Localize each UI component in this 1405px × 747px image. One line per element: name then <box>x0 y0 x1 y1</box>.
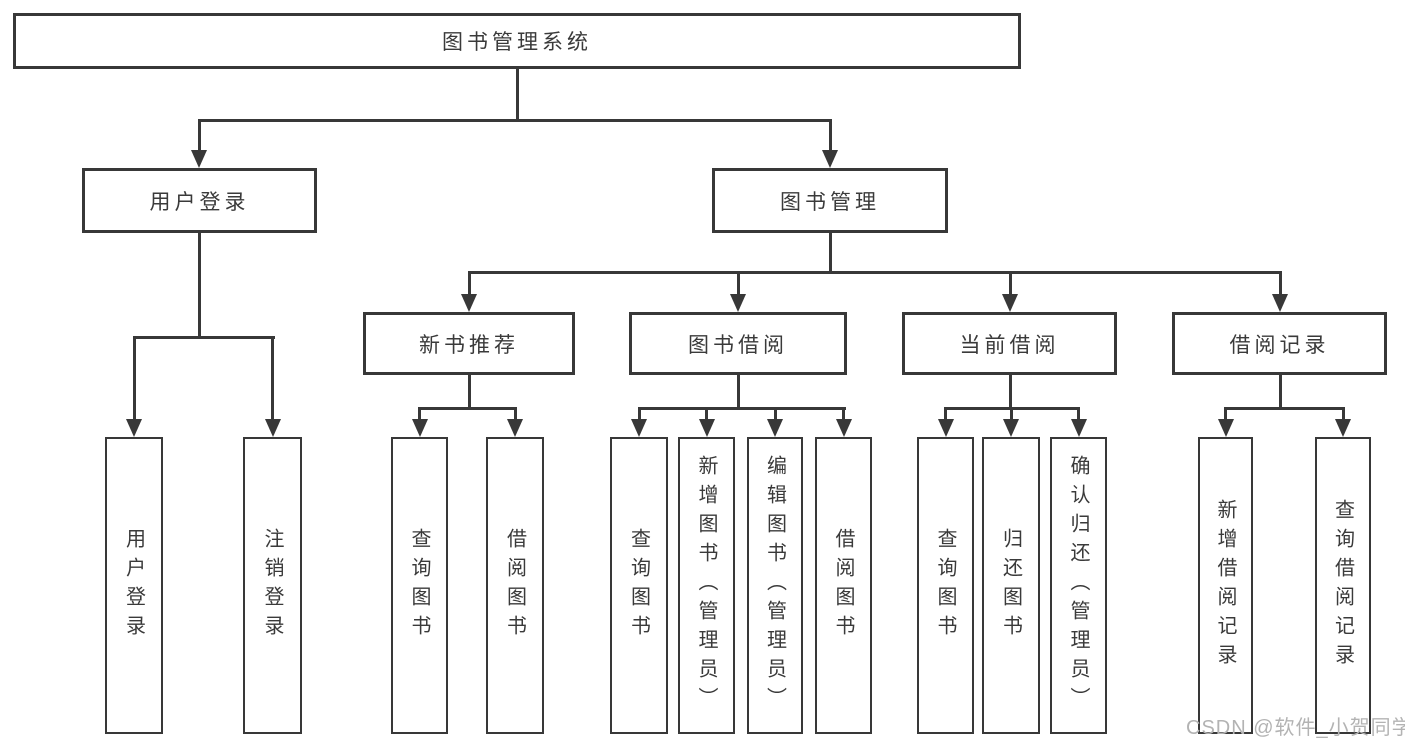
connector-line <box>1008 271 1012 296</box>
connector-arrow <box>191 150 207 168</box>
connector-line <box>773 407 777 421</box>
leaf-query-borrow-record: 查询借阅记录 <box>1315 437 1371 734</box>
leaf-query-books-recommend: 查询图书 <box>391 437 448 734</box>
connector-line <box>513 407 517 421</box>
leaf-add-borrow-record-label: 新增借阅记录 <box>1214 498 1236 673</box>
connector-line <box>1278 271 1282 296</box>
connector-line <box>1077 407 1080 421</box>
connector-line <box>828 233 832 273</box>
leaf-query-books-borrow-label: 查询图书 <box>627 527 650 644</box>
connector-line <box>467 271 1282 274</box>
leaf-query-borrow-record-label: 查询借阅记录 <box>1331 498 1354 673</box>
leaf-confirm-return-admin: 确认归还（管理员） <box>1050 437 1107 734</box>
connector-line <box>197 119 201 152</box>
leaf-add-book-admin: 新增图书（管理员） <box>678 437 735 734</box>
leaf-edit-book-admin-label: 编辑图书（管理员） <box>763 455 786 716</box>
connector-arrow <box>631 419 647 437</box>
connector-line <box>1278 375 1282 409</box>
connector-arrow <box>730 294 746 312</box>
connector-line <box>1224 407 1227 421</box>
leaf-logout-label: 注销登录 <box>261 527 283 644</box>
node-current-borrow-label: 当前借阅 <box>959 333 1060 357</box>
leaf-query-books-current: 查询图书 <box>917 437 974 734</box>
leaf-confirm-return-admin-label: 确认归还（管理员） <box>1067 455 1089 716</box>
connector-line <box>197 119 832 122</box>
leaf-borrow-books-recommend: 借阅图书 <box>486 437 544 734</box>
leaf-logout: 注销登录 <box>243 437 302 734</box>
connector-arrow <box>264 419 281 437</box>
connector-line <box>944 407 947 421</box>
node-borrow-records: 借阅记录 <box>1172 312 1387 375</box>
leaf-user-login-label: 用户登录 <box>122 527 145 644</box>
node-library-system-label: 图书管理系统 <box>442 31 592 54</box>
connector-arrow <box>822 150 838 168</box>
leaf-add-borrow-record: 新增借阅记录 <box>1198 437 1253 734</box>
connector-arrow <box>767 419 783 437</box>
leaf-user-login: 用户登录 <box>105 437 163 734</box>
leaf-query-books-recommend-label: 查询图书 <box>408 527 430 644</box>
connector-arrow <box>411 419 428 437</box>
connector-line <box>705 407 708 421</box>
connector-line <box>637 407 846 410</box>
connector-arrow <box>461 294 477 312</box>
node-book-management: 图书管理 <box>712 168 948 233</box>
leaf-borrow-books-recommend-label: 借阅图书 <box>503 527 526 644</box>
connector-arrow <box>126 419 142 437</box>
connector-arrow <box>937 419 954 437</box>
node-book-management-label: 图书管理 <box>780 190 880 214</box>
connector-line <box>1008 375 1012 409</box>
leaf-borrow-books-borrow-label: 借阅图书 <box>832 527 854 644</box>
connector-line <box>1224 407 1345 410</box>
connector-line <box>197 233 201 338</box>
leaf-query-books-borrow: 查询图书 <box>610 437 668 734</box>
leaf-return-book-label: 归还图书 <box>999 527 1022 644</box>
connector-line <box>467 271 471 296</box>
node-book-borrow: 图书借阅 <box>629 312 847 375</box>
watermark-text: CSDN @软件_小贺同学 <box>1186 717 1405 739</box>
connector-arrow <box>698 419 715 437</box>
node-new-book-recommend-label: 新书推荐 <box>419 333 519 357</box>
leaf-query-books-current-label: 查询图书 <box>934 527 956 644</box>
connector-arrow <box>1070 419 1087 437</box>
connector-line <box>828 119 832 152</box>
connector-line <box>467 375 471 409</box>
node-user-login-label: 用户登录 <box>149 190 250 214</box>
connector-line <box>736 375 740 409</box>
connector-arrow <box>1272 294 1288 312</box>
node-current-borrow: 当前借阅 <box>902 312 1117 375</box>
leaf-add-book-admin-label: 新增图书（管理员） <box>695 455 717 716</box>
connector-line <box>515 69 519 121</box>
connector-arrow <box>507 419 523 437</box>
connector-arrow <box>1003 419 1019 437</box>
connector-line <box>1009 407 1013 421</box>
leaf-return-book: 归还图书 <box>982 437 1040 734</box>
node-user-login: 用户登录 <box>82 168 317 233</box>
connector-line <box>637 407 641 421</box>
connector-line <box>418 407 517 410</box>
connector-line <box>842 407 845 421</box>
connector-line <box>736 271 740 296</box>
connector-arrow <box>1002 294 1018 312</box>
connector-arrow <box>1335 419 1351 437</box>
connector-line <box>418 407 421 421</box>
leaf-borrow-books-borrow: 借阅图书 <box>815 437 872 734</box>
node-new-book-recommend: 新书推荐 <box>363 312 575 375</box>
node-borrow-records-label: 借阅记录 <box>1229 333 1330 357</box>
connector-arrow <box>1217 419 1234 437</box>
connector-line <box>1341 407 1345 421</box>
connector-line <box>132 336 275 339</box>
node-library-system: 图书管理系统 <box>13 13 1021 69</box>
leaf-edit-book-admin: 编辑图书（管理员） <box>747 437 803 734</box>
connector-line <box>271 336 274 421</box>
connector-line <box>132 336 136 421</box>
connector-arrow <box>835 419 852 437</box>
node-book-borrow-label: 图书借阅 <box>688 333 788 357</box>
